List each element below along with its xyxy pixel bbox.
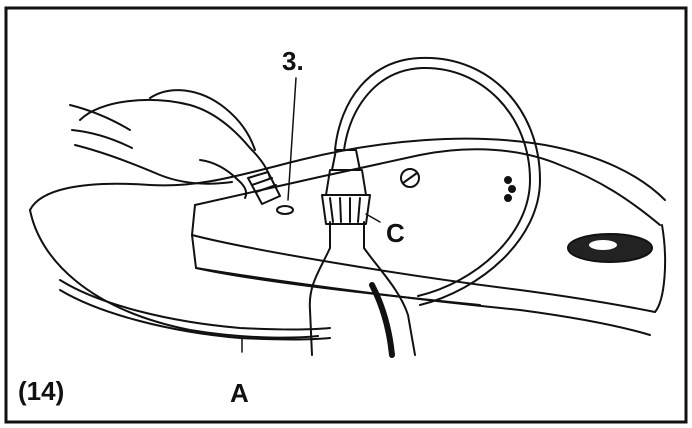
appliance-housing-outline <box>29 137 666 211</box>
device-front-edge <box>191 204 656 313</box>
appliance-housing-base <box>29 209 319 339</box>
tube-loop-inner <box>343 66 531 297</box>
step-label: (14) <box>18 376 64 406</box>
cap-ridge <box>339 197 342 223</box>
hose-a-inner <box>59 289 331 341</box>
screw-slot <box>402 172 418 184</box>
hose-a <box>59 279 331 331</box>
leader-line-c <box>365 213 381 223</box>
figure-border <box>4 6 688 424</box>
hand-finger <box>149 89 256 151</box>
port-icon <box>276 205 294 215</box>
callout-step3: 3. <box>282 46 304 76</box>
device-right-side <box>654 224 667 313</box>
device-bottom-edge <box>195 267 481 306</box>
leader-line-step3 <box>287 77 297 201</box>
indicator-dot <box>508 185 516 193</box>
screw-icon <box>400 168 420 188</box>
hand-outline <box>79 99 271 179</box>
bottle-adapter-top <box>331 149 361 171</box>
device-top-panel <box>194 148 661 226</box>
sleeve-line <box>71 129 133 149</box>
bottle-neck <box>308 221 331 356</box>
bottle-neck-right <box>363 221 416 356</box>
tube-loop <box>334 56 541 306</box>
hand-wrist <box>74 144 233 185</box>
cap-ridge <box>357 197 361 223</box>
oval-button-highlight <box>589 240 617 250</box>
callout-c: C <box>386 218 405 248</box>
indicator-dot <box>504 176 512 184</box>
callout-a: A <box>230 378 249 408</box>
valve-ridge <box>255 184 277 193</box>
indicator-dot <box>504 194 512 202</box>
bottle-liquid-streak <box>369 282 395 358</box>
valve-ridge <box>251 177 273 186</box>
valve-fitting <box>247 171 281 205</box>
hand-thumb <box>199 159 248 199</box>
sleeve-line <box>69 104 131 131</box>
cap-ridge <box>329 197 334 223</box>
